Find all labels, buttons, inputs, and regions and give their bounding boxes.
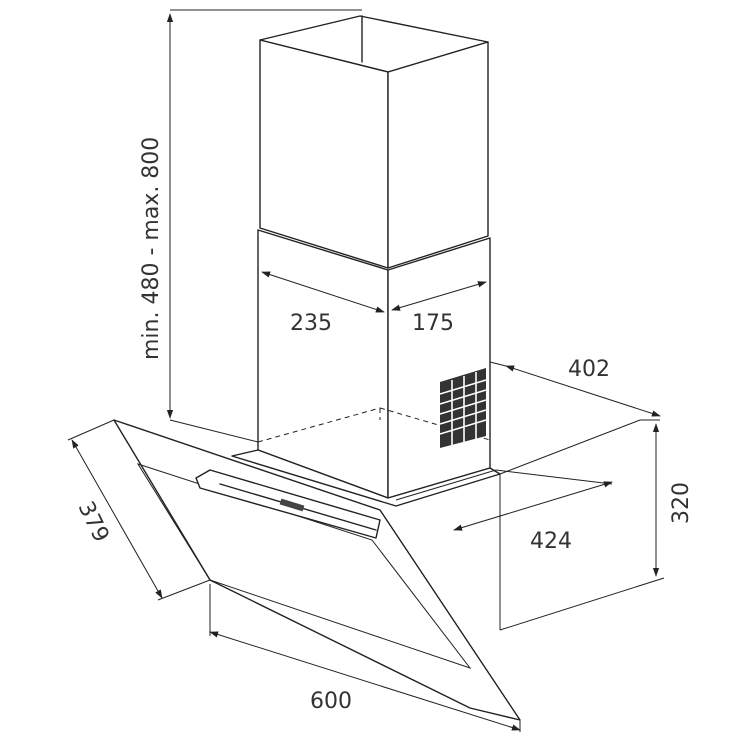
hood-height-label: 320 <box>669 482 694 524</box>
dimension-chimney-width: 235 <box>261 271 385 336</box>
height-range-label: min. 480 - max. 800 <box>139 137 164 360</box>
chimney-lower <box>257 229 491 499</box>
dimension-depth-bottom: 424 <box>453 469 613 554</box>
depth-bottom-label: 424 <box>530 529 572 554</box>
depth-top-label: 402 <box>568 357 610 382</box>
dimension-depth-top: 402 <box>489 357 661 421</box>
chimney-depth-label: 175 <box>412 311 454 336</box>
hood-base <box>231 449 501 507</box>
glass-depth-label: 379 <box>73 498 114 547</box>
vent-grille <box>439 368 487 448</box>
dimension-hood-width: 600 <box>209 584 521 732</box>
chimney-upper <box>259 15 489 269</box>
chimney-width-label: 235 <box>290 311 332 336</box>
dimension-height-range: min. 480 - max. 800 <box>139 9 362 443</box>
dimension-hood-height: 320 <box>499 419 694 631</box>
hidden-edges <box>257 407 491 443</box>
dimension-chimney-depth: 175 <box>391 281 487 336</box>
hood-width-label: 600 <box>310 689 352 714</box>
